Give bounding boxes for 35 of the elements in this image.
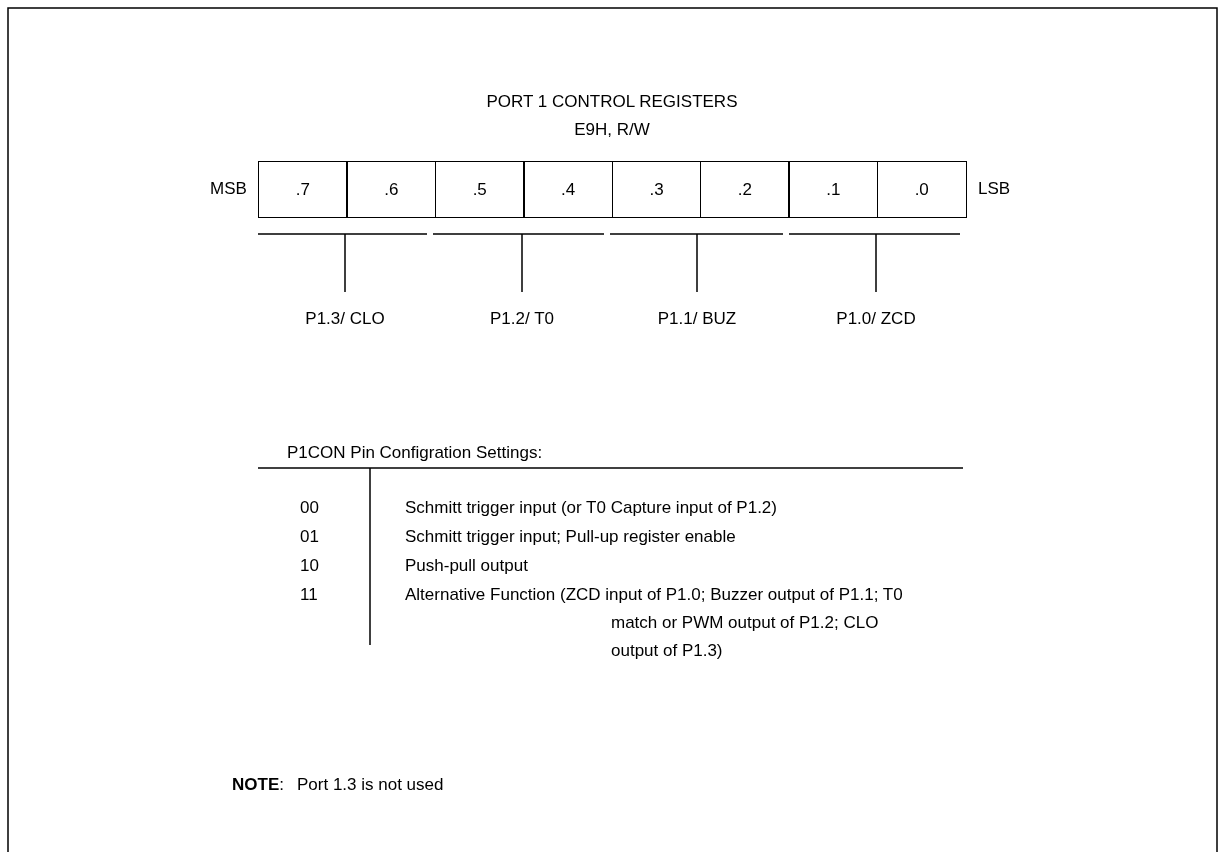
setting-description: Schmitt trigger input (or T0 Capture input of P1.2) bbox=[405, 497, 777, 519]
bit-number: .7 bbox=[295, 179, 311, 200]
setting-code: 10 bbox=[300, 555, 319, 577]
pin-name: P1.2/ T0 bbox=[489, 308, 555, 330]
setting-description: Push-pull output bbox=[405, 555, 528, 577]
bit-cell bbox=[258, 161, 348, 218]
table-heading: P1CON Pin Configration Settings: bbox=[287, 442, 543, 464]
bit-cell bbox=[523, 161, 614, 218]
setting-code: 01 bbox=[300, 526, 319, 548]
register-address: E9H, R/W bbox=[573, 119, 651, 141]
msb-label: MSB bbox=[210, 178, 247, 200]
bit-number: .5 bbox=[472, 179, 487, 200]
bit-cell bbox=[611, 161, 702, 218]
bit-cell bbox=[700, 161, 790, 218]
bit-number: .1 bbox=[826, 179, 841, 200]
setting-description: Schmitt trigger input; Pull-up register enable bbox=[405, 526, 736, 548]
pin-name: P1.0/ ZCD bbox=[836, 308, 916, 330]
note-label: NOTE: bbox=[232, 774, 284, 796]
note-text: Port 1.3 is not used bbox=[297, 774, 444, 796]
bit-number: .0 bbox=[914, 179, 929, 200]
pin-name: P1.3/ CLO bbox=[305, 308, 385, 330]
bit-cell bbox=[434, 161, 525, 218]
bit-number: .2 bbox=[737, 179, 753, 200]
register-title: PORT 1 CONTROL REGISTERS bbox=[485, 91, 739, 113]
bit-cell bbox=[346, 161, 437, 218]
setting-code: 11 bbox=[300, 584, 318, 606]
bit-cell bbox=[876, 161, 967, 218]
bit-number: .6 bbox=[384, 179, 399, 200]
setting-description: Alternative Function (ZCD input of P1.0; Buzzer output of P1.1; T0 match or PWM output of P1.2; CLO output of P1.3) bbox=[405, 584, 904, 662]
pin-name: P1.1/ BUZ bbox=[657, 308, 737, 330]
lsb-label: LSB bbox=[978, 178, 1011, 200]
bit-number: .3 bbox=[649, 179, 664, 200]
bit-cell bbox=[788, 161, 879, 218]
bit-number: .4 bbox=[561, 179, 576, 200]
setting-code: 00 bbox=[300, 497, 319, 519]
